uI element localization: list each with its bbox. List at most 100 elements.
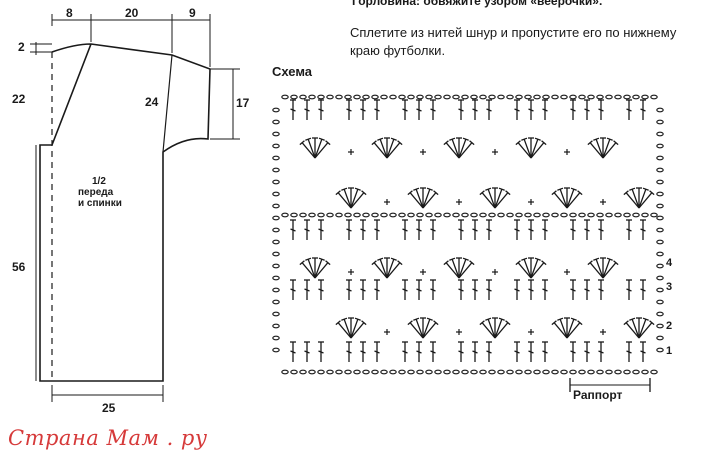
stitch-dc xyxy=(626,99,632,120)
stitch-chain xyxy=(398,369,406,375)
stitch-chain xyxy=(344,212,352,218)
stitch-fan xyxy=(458,260,475,279)
stitch-chain xyxy=(650,212,658,218)
stitch-chain xyxy=(371,94,379,100)
stitch-fan xyxy=(386,257,397,279)
stitch-chain xyxy=(524,212,532,218)
stitch-dc xyxy=(584,219,590,240)
stitch-sc xyxy=(384,329,390,335)
stitch-chain xyxy=(506,369,514,375)
stitch-chain xyxy=(515,369,523,375)
stitch-chain xyxy=(443,94,451,100)
stitch-fan xyxy=(341,317,352,339)
stitch-dc xyxy=(528,279,534,300)
stitch-chain xyxy=(470,94,478,100)
sleeve-seam xyxy=(162,54,173,153)
dim-bottom-width: 25 xyxy=(102,401,116,415)
stitch-dc xyxy=(416,279,422,300)
stitch-chain xyxy=(656,119,664,125)
stitch-chain xyxy=(542,212,550,218)
stitch-dc xyxy=(430,341,436,362)
stitch-fan xyxy=(494,317,505,339)
stitch-chain xyxy=(479,369,487,375)
stitch-chain xyxy=(452,212,460,218)
stitch-fan xyxy=(335,320,352,339)
stitch-fan xyxy=(602,257,613,279)
stitch-dc xyxy=(318,279,324,300)
stitch-fan xyxy=(420,187,426,208)
stitch-chain xyxy=(317,94,325,100)
stitch-chain xyxy=(506,212,514,218)
stitch-chain xyxy=(317,212,325,218)
stitch-chain xyxy=(614,94,622,100)
stitch-fan xyxy=(638,320,655,339)
stitch-chain xyxy=(272,275,280,281)
stitch-fan xyxy=(305,137,316,159)
stitch-chain xyxy=(551,369,559,375)
stitch-fan xyxy=(623,320,640,339)
stitch-chain xyxy=(560,94,568,100)
stitch-fan xyxy=(413,187,424,209)
stitch-chain xyxy=(605,369,613,375)
stitch-fan xyxy=(386,137,397,159)
stitch-chain xyxy=(299,212,307,218)
stitch-chain xyxy=(272,323,280,329)
stitch-dc xyxy=(374,341,380,362)
part-label-fraction: 1/2 xyxy=(92,176,106,187)
stitch-dc xyxy=(514,99,520,120)
stitch-fan xyxy=(314,257,325,279)
dim-body-length: 56 xyxy=(12,260,26,274)
stitch-chain xyxy=(389,369,397,375)
stitch-dc xyxy=(626,279,632,300)
stitch-fan xyxy=(629,187,640,209)
stitch-chain xyxy=(272,131,280,137)
stitch-chain xyxy=(578,369,586,375)
stitch-chain xyxy=(656,215,664,221)
stitch-dc xyxy=(458,219,464,240)
stitch-chain xyxy=(569,369,577,375)
stitch-dc xyxy=(472,219,478,240)
stitch-fan xyxy=(557,187,568,209)
stitch-chain xyxy=(650,94,658,100)
stitch-chain xyxy=(344,369,352,375)
stitch-dc xyxy=(402,99,408,120)
stitch-chain xyxy=(443,212,451,218)
row-number-3: 3 xyxy=(666,281,673,293)
stitch-fan xyxy=(377,137,388,159)
stitch-dc xyxy=(360,219,366,240)
stitch-chain xyxy=(389,212,397,218)
stitch-chain xyxy=(380,212,388,218)
stitch-chain xyxy=(434,94,442,100)
stitch-chain xyxy=(434,369,442,375)
stitch-chain xyxy=(587,212,595,218)
stitch-chain xyxy=(272,299,280,305)
stitch-chain xyxy=(272,215,280,221)
stitch-fan xyxy=(312,137,318,158)
stitch-fan xyxy=(593,257,604,279)
stitch-chain xyxy=(656,251,664,257)
stitch-fan xyxy=(407,190,424,209)
stitch-fan xyxy=(443,140,460,159)
stitch-chain xyxy=(353,369,361,375)
stitch-fan xyxy=(600,257,606,278)
part-label: 1/2 переда и спинки xyxy=(78,176,122,209)
stitch-fan xyxy=(485,187,496,209)
stitch-chain xyxy=(290,369,298,375)
stitch-fan xyxy=(528,257,534,278)
stitch-chain xyxy=(551,94,559,100)
stitch-fan xyxy=(566,187,577,209)
stitch-dc xyxy=(318,99,324,120)
stitch-chain xyxy=(524,94,532,100)
stitch-fan xyxy=(528,137,534,158)
stitch-fan xyxy=(600,137,606,158)
stitch-dc xyxy=(416,219,422,240)
stitch-chain xyxy=(656,143,664,149)
stitch-dc xyxy=(584,99,590,120)
stitch-fan xyxy=(638,317,649,339)
stitch-chain xyxy=(656,167,664,173)
stitch-fan xyxy=(521,137,532,159)
stitch-chain xyxy=(656,155,664,161)
stitch-chain xyxy=(461,369,469,375)
garment-outline xyxy=(39,43,211,382)
